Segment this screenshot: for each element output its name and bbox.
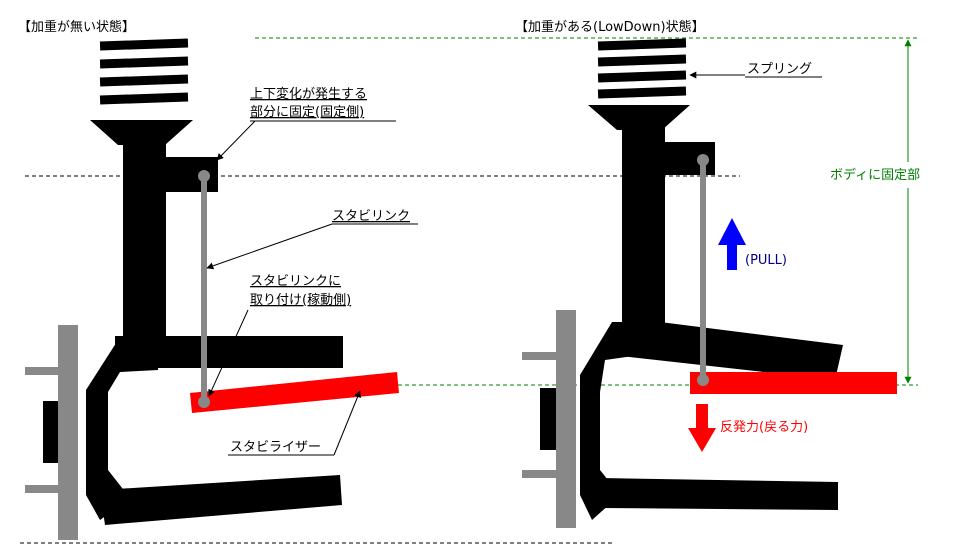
reaction-label: 反発力(戻る力) [720,420,808,435]
stabilink-label: スタビリンク [332,209,410,224]
spring-coil [99,56,189,69]
pull-label: (PULL) [745,253,787,268]
lower-arm [600,478,838,510]
spring-coil [99,74,189,87]
spring-coil [597,54,687,67]
strut-body [123,138,166,348]
spring-coil [99,38,189,51]
leader-fixed-part [216,120,256,161]
mount-label-2: 取り付け(稼動側) [250,293,351,308]
axle-stub [25,367,63,375]
leader-stabilizer [333,390,361,456]
brake-disc [58,325,78,540]
knuckle [86,340,158,520]
upper-arm [612,322,843,380]
mount-label-1: スタビリンクに [250,274,341,289]
spring-seat [90,120,193,145]
stabilizer-bar [690,372,897,394]
leader-mount [208,309,249,397]
axle-stub [522,352,560,360]
left-assembly [25,38,399,540]
right-assembly [522,38,897,528]
spring-coil [597,86,687,99]
stabi-link-joint-top [697,154,709,166]
stabi-link-joint-bottom [697,374,709,386]
knuckle [580,322,640,520]
stabi-link-joint-top [198,170,210,182]
hub [43,401,61,463]
spring-coil [597,70,687,83]
right-panel-title: 【加重がある(LowDown)状態】 [515,19,705,35]
leader-stabilink [206,223,333,270]
spring-seat [588,105,690,130]
axle-stub [25,485,63,493]
body-fixed-label: ボディに固定部 [830,167,920,183]
axle-stub [522,470,560,478]
fixed-part-label-1: 上下変化が発生する [250,86,367,102]
left-panel-title: 【加重が無い状態】 [18,19,135,35]
spring-coil [99,92,189,105]
reaction-arrow-icon [688,404,716,452]
strut-body [622,125,665,330]
stabilizer-bar [190,372,399,413]
spring-label: スプリング [747,62,812,77]
pull-arrow-icon [718,218,746,270]
brake-disc [556,310,576,528]
fixed-part-label-2: 部分に固定(固定側) [250,105,364,120]
hub [540,388,558,450]
lower-arm [100,475,342,525]
stabi-link-joint-bottom [198,396,210,408]
spring-coil [597,38,687,51]
stabilizer-label: スタビライザー [230,440,321,455]
